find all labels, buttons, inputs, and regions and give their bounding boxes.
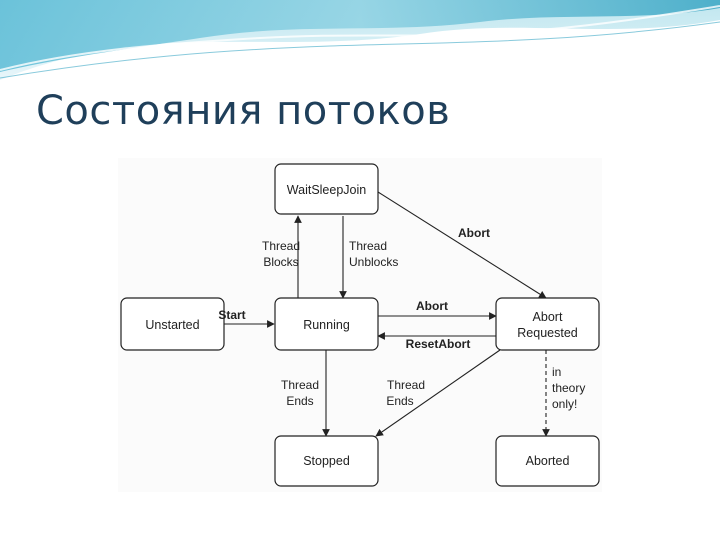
state-label: Unstarted <box>145 318 199 332</box>
state-abort-requested: Abort Requested <box>495 297 600 351</box>
label-abort: Abort <box>416 299 448 313</box>
label-thread-ends-abort-line2: Ends <box>386 394 413 408</box>
edge-abort-from-wait <box>377 191 547 299</box>
label-in-theory-line3: only! <box>552 397 577 411</box>
state-unstarted: Unstarted <box>120 297 225 351</box>
label-start: Start <box>218 308 245 322</box>
label-abort-from-wait: Abort <box>458 226 490 240</box>
label-thread-unblocks-line1: Thread <box>349 239 387 253</box>
label-thread-ends-running-line1: Thread <box>281 378 319 392</box>
edge-thread-ends-abort <box>375 349 501 437</box>
label-in-theory-line1: in <box>552 365 561 379</box>
label-thread-blocks-line2: Blocks <box>263 255 298 269</box>
label-in-theory-line2: theory <box>552 381 585 395</box>
label-reset-abort: ResetAbort <box>406 337 471 351</box>
state-label: Running <box>303 318 350 332</box>
state-label: Aborted <box>526 454 570 468</box>
state-label-line1: Abort <box>533 310 563 324</box>
slide-title: Состояния потоков <box>36 88 451 134</box>
state-waitsleepjoin: WaitSleepJoin <box>274 163 379 215</box>
label-thread-ends-abort-line1: Thread <box>387 378 425 392</box>
label-thread-unblocks-line2: Unblocks <box>349 255 398 269</box>
state-stopped: Stopped <box>274 435 379 487</box>
state-label: Stopped <box>303 454 350 468</box>
state-label: WaitSleepJoin <box>287 183 366 197</box>
label-thread-blocks-line1: Thread <box>262 239 300 253</box>
header-wave-decoration <box>0 0 720 80</box>
label-thread-ends-running-line2: Ends <box>286 394 313 408</box>
state-aborted: Aborted <box>495 435 600 487</box>
state-label-line2: Requested <box>517 326 578 340</box>
state-running: Running <box>274 297 379 351</box>
thread-state-diagram: WaitSleepJoin Unstarted Running Abort Re… <box>118 158 602 492</box>
